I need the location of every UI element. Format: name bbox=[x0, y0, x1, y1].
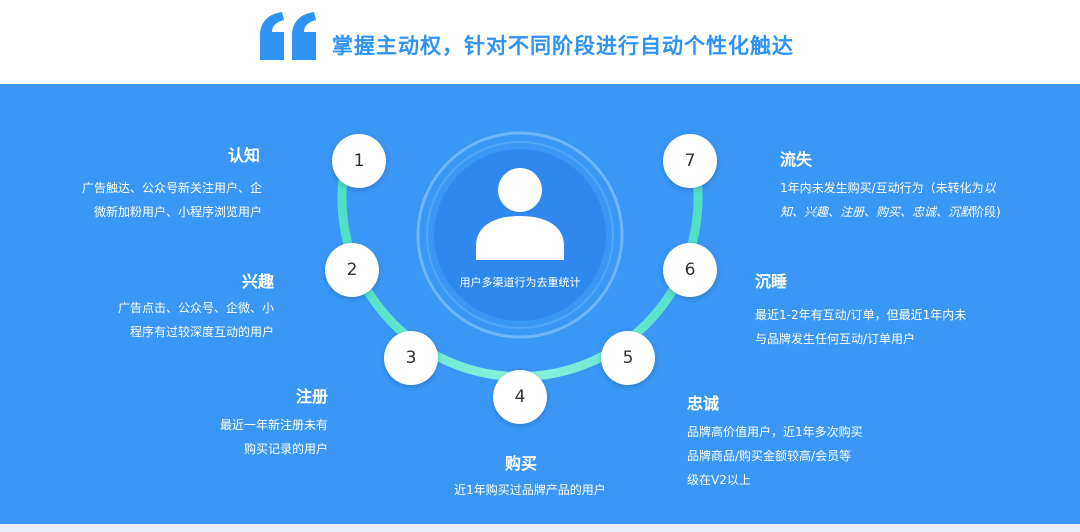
center-caption: 用户多渠道行为去重统计 bbox=[459, 276, 581, 289]
stage-desc-purchase: 近1年购买过品牌产品的用户 bbox=[454, 483, 606, 497]
stage-desc-dormant: 最近1-2年有互动/订单，但最近1年内未 与品牌发生任何互动/订单用户 bbox=[755, 308, 967, 346]
stage-title-loyalty: 忠诚 bbox=[687, 394, 720, 413]
user-icon bbox=[476, 168, 564, 260]
center-outer-ring bbox=[416, 131, 624, 339]
stage-desc-awareness: 广告触达、公众号新关注用户、企 微新加粉用户、小程序浏览用户 bbox=[81, 181, 262, 219]
stage-circle-5: 5 bbox=[601, 331, 655, 385]
stage-desc-interest: 广告点击、公众号、企微、小 程序有过较深度互动的用户 bbox=[117, 301, 274, 339]
stage-circle-1: 1 bbox=[332, 134, 386, 188]
stage-title-register: 注册 bbox=[295, 387, 328, 406]
stage-circle-3: 3 bbox=[384, 331, 438, 385]
page-title: 掌握主动权，针对不同阶段进行自动个性化触达 bbox=[332, 34, 794, 58]
stage-circle-6: 6 bbox=[663, 243, 717, 297]
stage-title-churn: 流失 bbox=[780, 150, 813, 169]
stage-title-interest: 兴趣 bbox=[241, 272, 274, 291]
stage-desc-churn: 1年内未发生购买/互动行为（未转化为以 知、兴趣、注册、购买、忠诚、沉默阶段) bbox=[780, 181, 1001, 219]
stage-desc-loyalty: 品牌高价值用户，近1年多次购买 品牌商品/购买金额较高/会员等 级在V2以上 bbox=[687, 425, 863, 487]
stage-desc-register: 最近一年新注册未有 购买记录的用户 bbox=[219, 418, 328, 456]
stage-circle-4: 4 bbox=[493, 370, 547, 424]
stage-circle-7: 7 bbox=[663, 134, 717, 188]
stage-title-awareness: 认知 bbox=[227, 146, 260, 165]
stage-circle-2: 2 bbox=[325, 243, 379, 297]
stage-title-purchase: 购买 bbox=[505, 454, 538, 473]
center-mid-ring bbox=[426, 141, 614, 329]
header: 掌握主动权，针对不同阶段进行自动个性化触达 bbox=[0, 0, 1080, 84]
bottom-strip bbox=[0, 524, 1080, 532]
double-quote-icon bbox=[260, 12, 316, 60]
stage-title-dormant: 沉睡 bbox=[755, 272, 788, 291]
